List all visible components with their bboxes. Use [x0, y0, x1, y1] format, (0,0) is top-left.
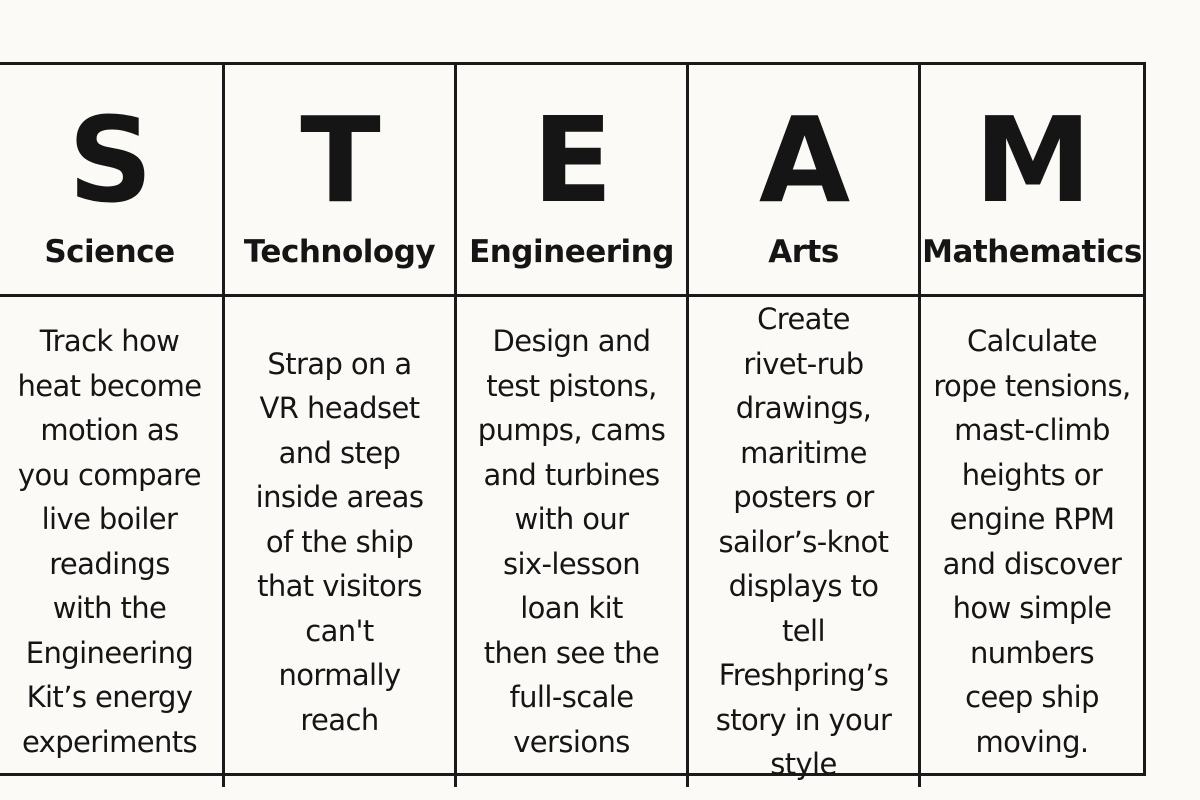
arts-description-cell: Create rivet-rub drawings, maritime post…	[689, 297, 921, 787]
arts-description: Create rivet-rub drawings, maritime post…	[715, 302, 892, 781]
science-header-cell: S Science	[0, 65, 225, 297]
arts-title: Arts	[768, 234, 839, 270]
engineering-description-cell: Design and test pistons, pumps, cams and…	[457, 297, 689, 787]
mathematics-description-cell: Calculate rope tensions, mast-climb heig…	[921, 297, 1143, 787]
engineering-title: Engineering	[469, 234, 674, 270]
mathematics-description: Calculate rope tensions, mast-climb heig…	[933, 324, 1131, 759]
mathematics-title: Mathematics	[922, 234, 1142, 270]
mathematics-letter: M	[974, 91, 1091, 229]
arts-letter: A	[758, 91, 850, 229]
science-description-cell: Track how heat become motion as you comp…	[0, 297, 225, 787]
engineering-header-cell: E Engineering	[457, 65, 689, 297]
science-title: Science	[44, 234, 175, 270]
steam-table: S Science T Technology E Engineering A A…	[0, 62, 1146, 787]
technology-header-cell: T Technology	[225, 65, 457, 297]
technology-description-cell: Strap on a VR headset and step inside ar…	[225, 297, 457, 787]
technology-title: Technology	[243, 234, 436, 270]
engineering-description: Design and test pistons, pumps, cams and…	[477, 324, 666, 759]
science-description: Track how heat become motion as you comp…	[17, 324, 202, 759]
technology-letter: T	[300, 91, 380, 229]
mathematics-header-cell: M Mathematics	[921, 65, 1143, 297]
arts-header-cell: A Arts	[689, 65, 921, 297]
technology-description: Strap on a VR headset and step inside ar…	[255, 346, 424, 737]
engineering-letter: E	[532, 91, 613, 229]
science-letter: S	[68, 91, 153, 229]
